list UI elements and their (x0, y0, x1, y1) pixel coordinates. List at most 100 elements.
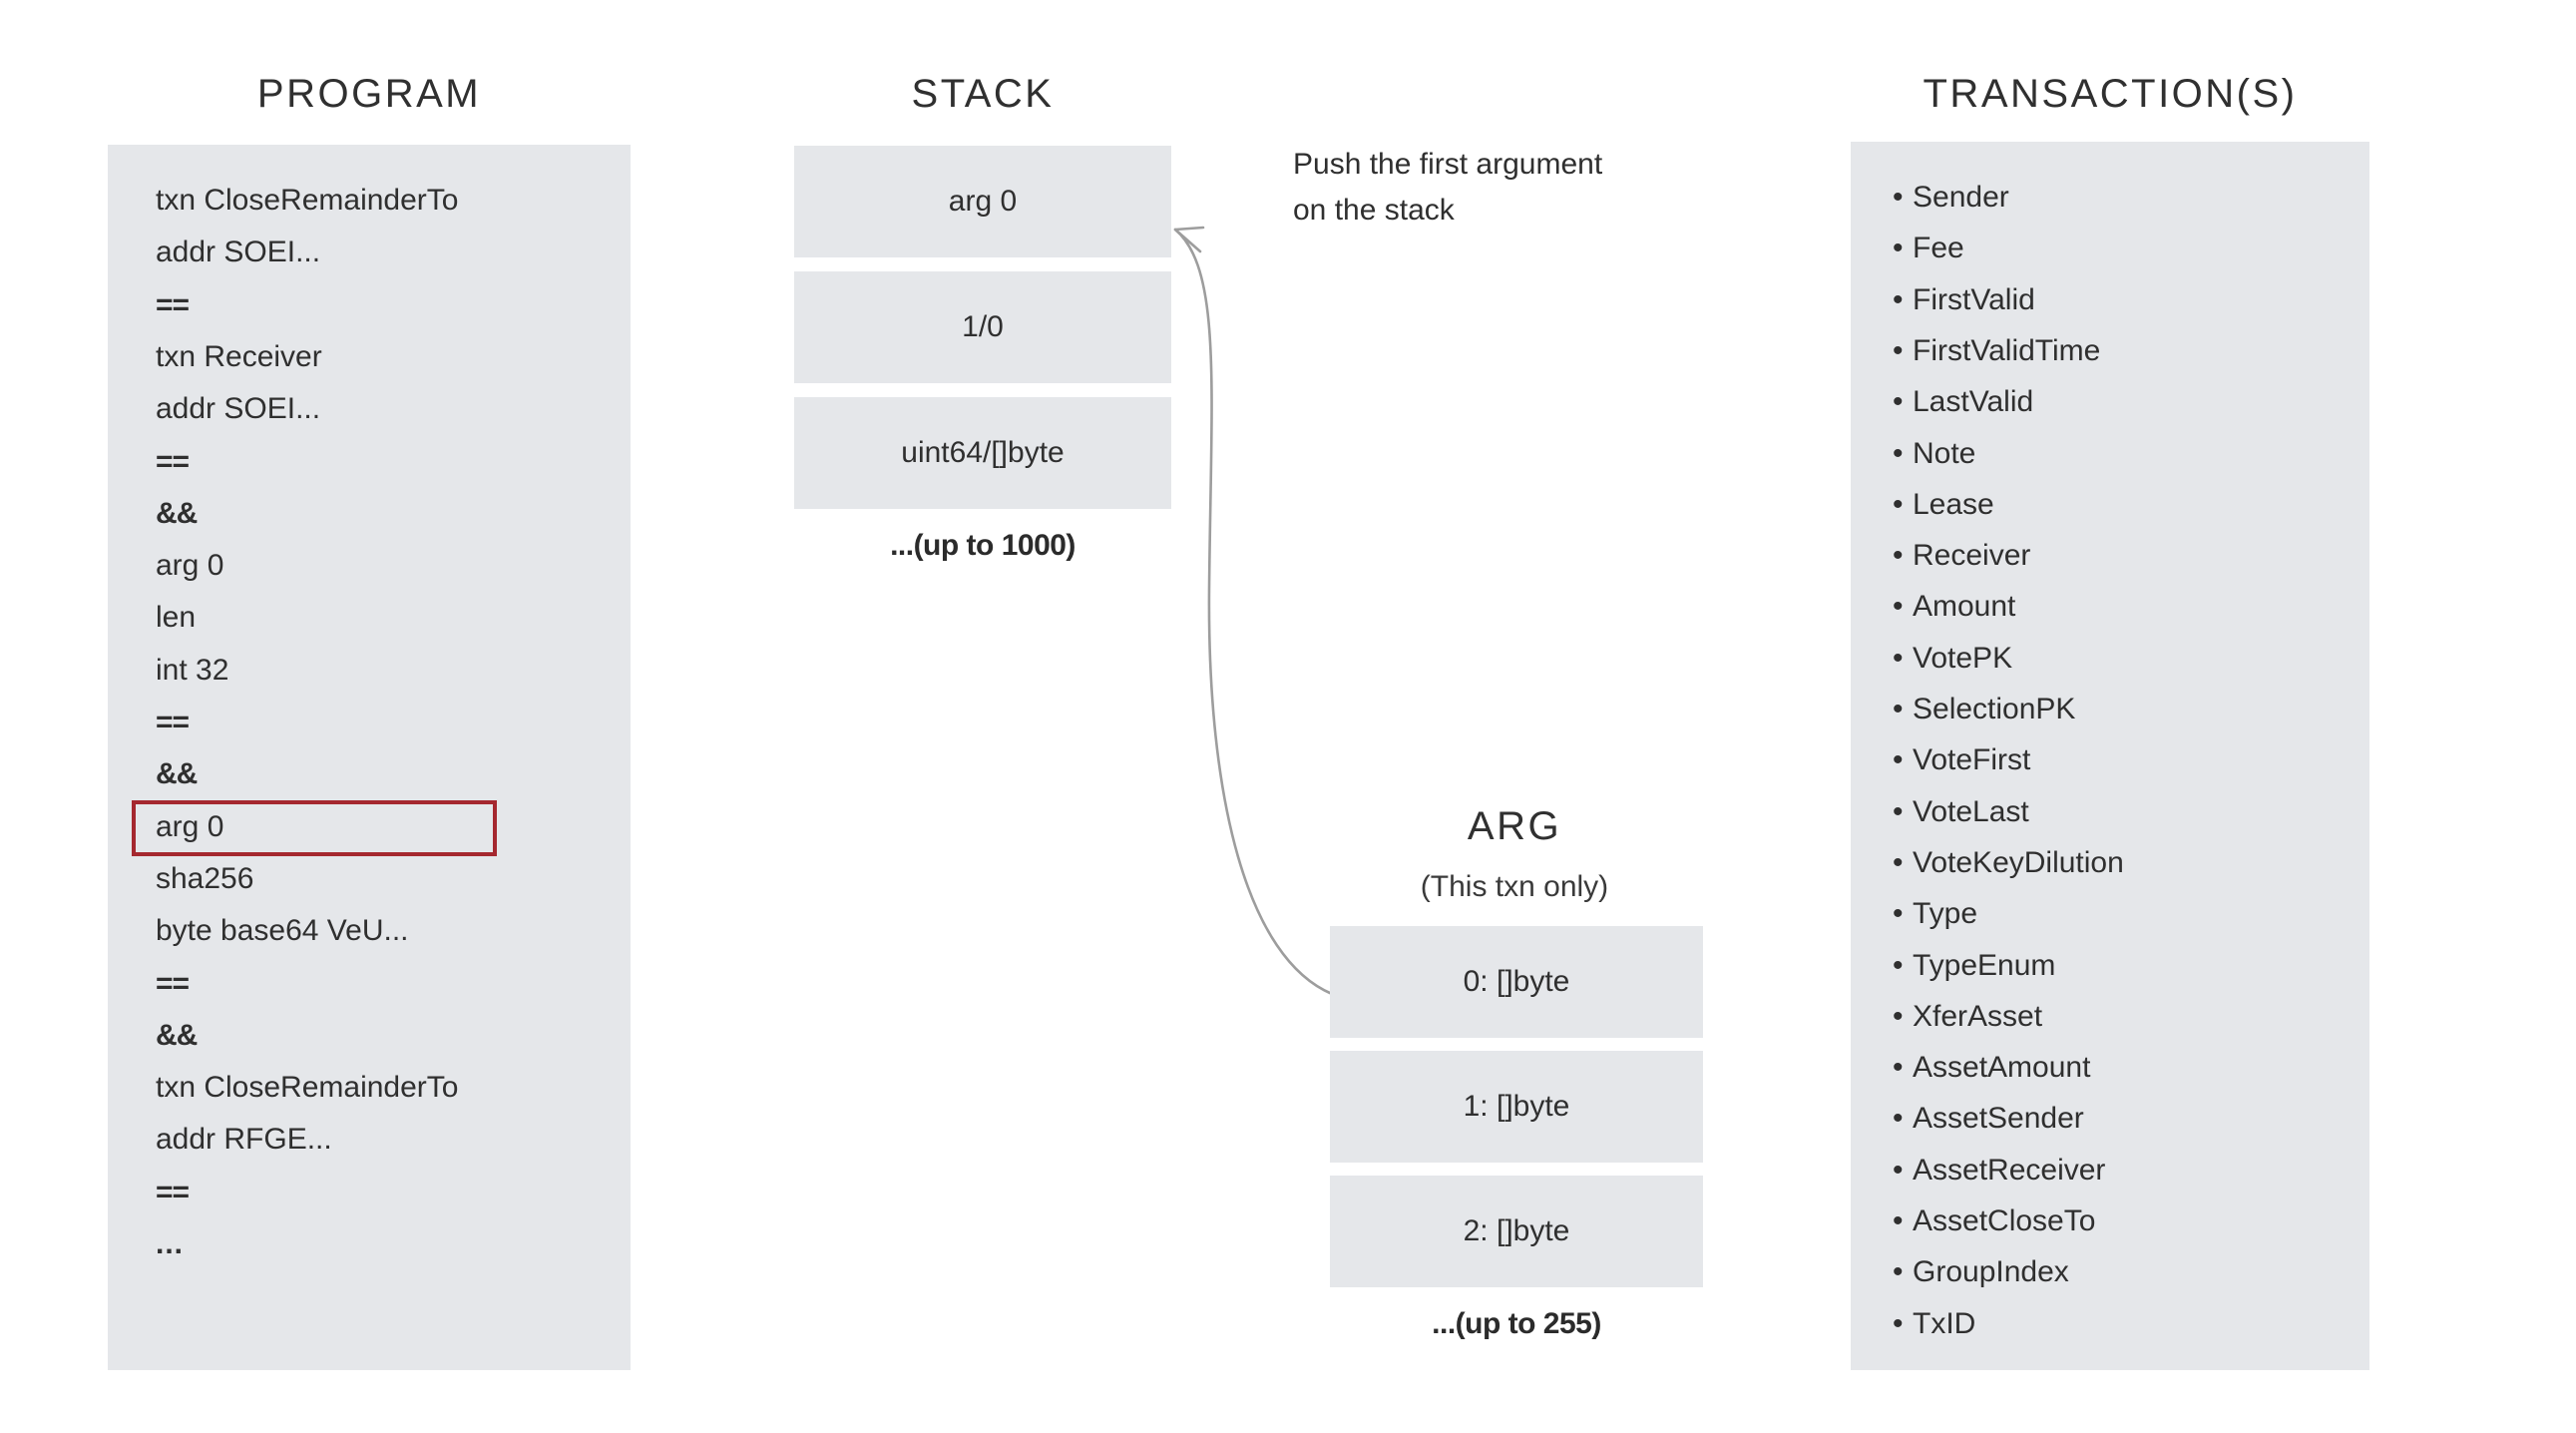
transaction-field-label: AssetAmount (1913, 1051, 2091, 1085)
transaction-field-label: FirstValid (1913, 282, 2035, 316)
bullet-icon: • (1893, 181, 1904, 214)
bullet-icon: • (1893, 794, 1904, 828)
program-line: sha256 (156, 861, 254, 895)
program-line: arg 0 (156, 549, 224, 583)
arg-cell: 0: []byte (1330, 926, 1703, 1038)
stack-cell: 1/0 (794, 271, 1171, 383)
transactions-panel: • Sender • Fee • FirstValid • FirstValidTime • La… (1851, 142, 2369, 1370)
program-line: byte base64 VeU... (156, 914, 409, 948)
bullet-icon: • (1893, 1102, 1904, 1136)
transaction-field: • FirstValid (1893, 282, 2035, 316)
program-line: == (156, 1175, 190, 1208)
stack-column-title: STACK (911, 72, 1055, 116)
bullet-icon: • (1893, 1153, 1904, 1187)
transaction-field: • VoteKeyDilution (1893, 845, 2124, 879)
bullet-icon: • (1893, 743, 1904, 777)
transaction-field-label: VotePK (1913, 641, 2013, 675)
program-line: && (156, 1018, 198, 1052)
program-panel: txn CloseRemainderTo addr SOEI... == txn Re… (108, 145, 631, 1370)
transaction-field: • TxID (1893, 1306, 1976, 1340)
program-line: == (156, 444, 190, 478)
program-line: && (156, 496, 198, 530)
bullet-icon: • (1893, 487, 1904, 521)
transaction-field: • Type (1893, 898, 1977, 930)
transaction-field: • GroupIndex (1893, 1256, 2069, 1288)
transaction-field: • Fee (1893, 233, 1964, 264)
bullet-icon: • (1893, 539, 1904, 573)
bullet-icon: • (1893, 1051, 1904, 1085)
bullet-icon: • (1893, 1204, 1904, 1237)
transaction-field-label: VoteLast (1913, 794, 2029, 828)
bullet-icon: • (1893, 232, 1904, 265)
transaction-field-label: Fee (1913, 232, 1964, 265)
transaction-field-label: Sender (1913, 181, 2009, 214)
transaction-field: • VotePK (1893, 641, 2013, 675)
program-line: len (156, 601, 197, 635)
transaction-field-label: Receiver (1913, 539, 2031, 573)
bullet-icon: • (1893, 385, 1904, 419)
transaction-field-label: Amount (1913, 590, 2016, 624)
program-line: addr SOEI... (156, 392, 321, 426)
bullet-icon: • (1893, 641, 1904, 675)
transaction-field-label: FirstValidTime (1913, 333, 2101, 367)
arg-column-subtitle: (This txn only) (1420, 870, 1609, 903)
arg-overflow-label: ...(up to 255) (1432, 1307, 1601, 1340)
arg-cell: 2: []byte (1330, 1176, 1703, 1287)
bullet-icon: • (1893, 282, 1904, 316)
transaction-field-label: GroupIndex (1913, 1255, 2069, 1289)
bullet-icon: • (1893, 897, 1904, 931)
bullet-icon: • (1893, 590, 1904, 624)
transaction-field: • AssetSender (1893, 1103, 2084, 1135)
stack-overflow-label: ...(up to 1000) (890, 529, 1075, 562)
bullet-icon: • (1893, 436, 1904, 470)
bullet-icon: • (1893, 1306, 1904, 1340)
program-line: && (156, 757, 198, 791)
transaction-field-label: Type (1913, 897, 1978, 931)
stack-cell: uint64/[]byte (794, 397, 1171, 509)
arg-cell: 1: []byte (1330, 1051, 1703, 1163)
bullet-icon: • (1893, 845, 1904, 879)
program-line: arg 0 (156, 809, 224, 843)
transaction-field-label: AssetSender (1913, 1102, 2084, 1136)
transaction-field: • Lease (1893, 487, 1994, 521)
transaction-field-label: TxID (1913, 1306, 1976, 1340)
transaction-field: • AssetReceiver (1893, 1153, 2106, 1187)
bullet-icon: • (1893, 948, 1904, 982)
program-line: txn Receiver (156, 339, 322, 373)
transaction-field: • SelectionPK (1893, 694, 2075, 725)
program-line: == (156, 706, 190, 738)
program-line: addr RFGE... (156, 1123, 332, 1157)
program-instruction-list: txn CloseRemainderTo addr SOEI... == txn Re… (108, 145, 631, 1370)
bullet-icon: • (1893, 1255, 1904, 1289)
bullet-icon: • (1893, 333, 1904, 367)
transaction-field-label: VoteFirst (1913, 743, 2031, 777)
transaction-field: • FirstValidTime (1893, 333, 2101, 367)
transaction-field-label: TypeEnum (1913, 948, 2056, 982)
transaction-field-label: LastValid (1913, 385, 2034, 419)
transaction-field-label: XferAsset (1913, 999, 2043, 1033)
program-highlight-box (132, 799, 497, 856)
transaction-field: • Sender (1893, 182, 2009, 214)
program-line: ... (156, 1227, 185, 1260)
program-column-title: PROGRAM (256, 72, 482, 116)
transaction-field: • AssetAmount (1893, 1052, 2090, 1084)
program-line: int 32 (156, 653, 229, 687)
program-line: txn CloseRemainderTo (156, 184, 459, 217)
transaction-field: • VoteFirst (1893, 744, 2030, 776)
transaction-field-label: AssetCloseTo (1913, 1204, 2096, 1237)
annotation-line-2: on the stack (1293, 194, 1455, 227)
transaction-field: • LastValid (1893, 386, 2033, 418)
transaction-field-label: SelectionPK (1913, 693, 2076, 725)
transactions-column-title: TRANSACTION(S) (1923, 72, 2298, 116)
bullet-icon: • (1893, 999, 1904, 1033)
bullet-icon: • (1893, 693, 1904, 725)
transaction-field-label: AssetReceiver (1913, 1153, 2106, 1187)
arg-column-title: ARG (1467, 804, 1562, 848)
annotation-text: Push the first argument on the stack (1293, 142, 1712, 234)
transaction-field: • VoteLast (1893, 794, 2029, 828)
transaction-field-label: VoteKeyDilution (1913, 845, 2124, 879)
program-line: == (156, 287, 190, 321)
transaction-field-label: Lease (1913, 487, 1994, 521)
program-line: addr SOEI... (156, 236, 321, 269)
